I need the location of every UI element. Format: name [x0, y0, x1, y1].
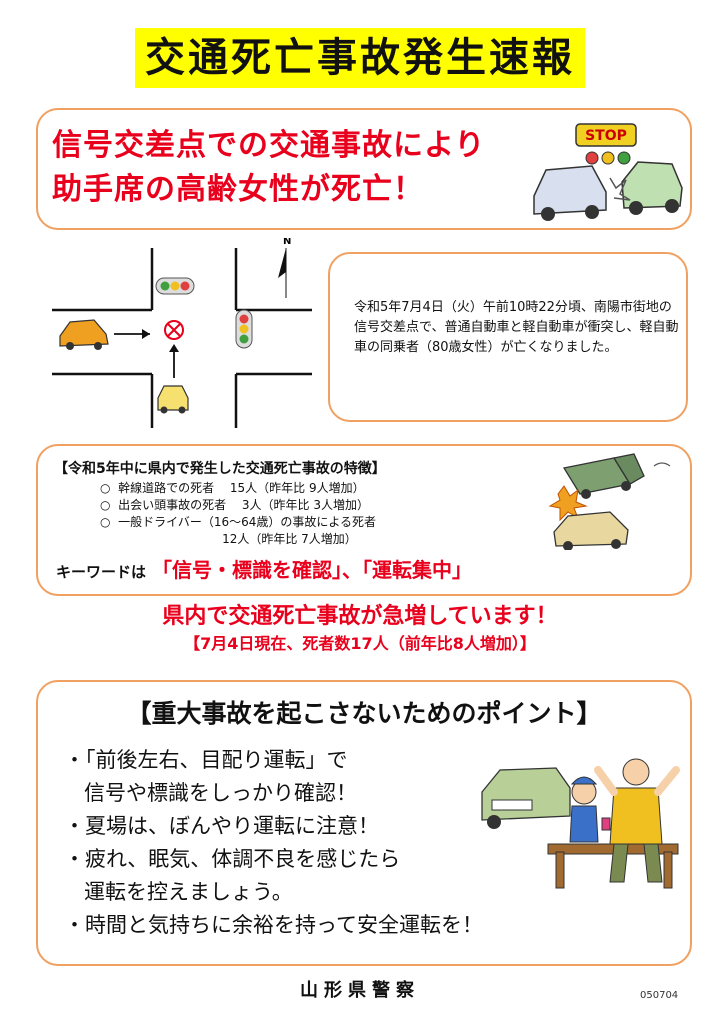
- drink-cup-icon: [601, 817, 611, 831]
- feature-item: ○ 幹線道路での死者 15人（昨年比 9人増加）: [100, 481, 365, 495]
- feature-item: ○ 一般ドライバー（16～64歳）の事故による死者: [100, 515, 377, 529]
- north-label: N: [283, 238, 291, 247]
- adult-arm-icon: [654, 766, 680, 796]
- points-title: 【重大事故を起こさないためのポイント】: [126, 699, 602, 728]
- child-cap-icon: [570, 776, 598, 785]
- adult-leg-icon: [643, 843, 663, 883]
- features-heading: 【令和5年中に県内で発生した交通死亡事故の特徴】: [54, 461, 386, 477]
- surge-line2: 【7月4日現在、死者数17人（前年比8人増加）】: [184, 634, 536, 653]
- keyword-line: キーワードは「信号・標識を確認」、「運転集中」: [56, 554, 472, 583]
- truck-crash-illustration: [548, 453, 671, 550]
- parked-car-icon: [481, 767, 571, 821]
- bench-leg: [555, 851, 565, 889]
- point-item: 信号や標識をしっかり確認！: [64, 781, 358, 805]
- signal-green: [239, 334, 249, 344]
- keyword-label: キーワードは: [56, 563, 147, 581]
- point-item: ・「前後左右、目配り運転」で: [64, 748, 348, 772]
- adult-body-icon: [609, 787, 663, 845]
- wheel-icon: [665, 199, 679, 213]
- adult-head-icon: [622, 758, 650, 786]
- surge-notice: 県内で交通死亡事故が急増しています！ 【7月4日現在、死者数17人（前年比8人増…: [0, 602, 720, 656]
- wheel-icon: [629, 201, 643, 215]
- intersection-diagram: N: [52, 238, 312, 428]
- signal-green: [160, 281, 170, 291]
- accident-description: 令和5年7月4日（火）午前10時22分頃、南陽市街地の信号交差点で、普通自動車と…: [354, 300, 679, 355]
- car-green-icon: [621, 161, 683, 209]
- point-item: ・夏場は、ぼんやり運転に注意！: [64, 814, 379, 838]
- signal-yellow: [239, 324, 249, 334]
- wheel-icon: [178, 406, 186, 414]
- wheel-icon: [581, 489, 591, 499]
- wheel-icon: [487, 815, 501, 829]
- headline-line1: 信号交差点での交通事故により: [52, 128, 486, 163]
- signal-light-green: [617, 151, 631, 165]
- truck-cab-icon: [612, 453, 645, 485]
- title-wrap: 交通死亡事故発生速報: [0, 28, 720, 88]
- description-box: 令和5年7月4日（火）午前10時22分頃、南陽市街地の信号交差点で、普通自動車と…: [328, 252, 688, 422]
- headline-line2: 助手席の高齢女性が死亡！: [52, 172, 424, 207]
- collision-illustration: STOP: [533, 123, 683, 221]
- wheel-icon: [621, 481, 631, 491]
- point-item: ・時間と気持ちに余裕を持って安全運転を！: [64, 913, 483, 937]
- features-box: 【令和5年中に県内で発生した交通死亡事故の特徴】 ○ 幹線道路での死者 15人（…: [36, 444, 692, 596]
- arrow-head-icon: [142, 329, 150, 339]
- adult-arm-icon: [594, 766, 618, 796]
- arrow-head-icon: [169, 344, 179, 352]
- car-white-icon: [533, 165, 607, 215]
- points-box: 【重大事故を起こさないためのポイント】 ・「前後左右、目配り運転」で 信号や標識…: [36, 680, 692, 966]
- page-title: 交通死亡事故発生速報: [135, 28, 585, 88]
- collision-x: [167, 323, 181, 337]
- document-code: 050704: [640, 990, 679, 1001]
- headline: 信号交差点での交通事故により 助手席の高齢女性が死亡！: [52, 124, 485, 212]
- impact-lines: [609, 177, 631, 201]
- signal-light-yellow: [601, 151, 615, 165]
- wheel-icon: [66, 342, 74, 350]
- child-body-icon: [569, 805, 599, 843]
- adult-leg-icon: [609, 843, 629, 883]
- surge-line1: 県内で交通死亡事故が急増しています！: [162, 604, 558, 629]
- headline-box: 信号交差点での交通事故により 助手席の高齢女性が死亡！ STOP: [36, 108, 692, 230]
- wheel-icon: [611, 539, 621, 549]
- wheel-icon: [94, 342, 102, 350]
- signal-light-red: [585, 151, 599, 165]
- keyword-value: 「信号・標識を確認」、「運転集中」: [152, 558, 473, 582]
- car-yellow-icon: [157, 385, 189, 411]
- license-plate: [491, 799, 533, 811]
- car-orange-icon: [59, 319, 109, 347]
- footer-organization: 山形県警察: [300, 980, 420, 1001]
- stop-sign: [575, 123, 637, 147]
- resting-people-illustration: [481, 758, 680, 889]
- wheel-icon: [563, 541, 573, 550]
- north-arrow-icon: [278, 248, 286, 278]
- point-item: 運転を控えましょう。: [64, 880, 293, 904]
- wheel-icon: [585, 205, 599, 219]
- car-beige-icon: [553, 511, 629, 547]
- features-list: ○ 幹線道路での死者 15人（昨年比 9人増加） ○ 出会い頭事故の死者 3人（…: [100, 480, 376, 548]
- explosion-icon: [548, 485, 588, 522]
- stop-sign-text: STOP: [585, 128, 627, 144]
- feature-item: 12人（昨年比 7人増加）: [100, 532, 357, 546]
- signal-yellow: [170, 281, 180, 291]
- wheel-icon: [160, 406, 168, 414]
- point-item: ・疲れ、眠気、体調不良を感じたら: [64, 847, 401, 871]
- bench-leg: [663, 851, 673, 889]
- wheel-icon: [541, 207, 555, 221]
- points-list: ・「前後左右、目配り運転」で 信号や標識をしっかり確認！ ・夏場は、ぼんやり運転…: [64, 744, 483, 942]
- motion-lines: [653, 462, 671, 467]
- signal-red: [239, 314, 249, 324]
- signal-red: [180, 281, 190, 291]
- feature-item: ○ 出会い頭事故の死者 3人（昨年比 3人増加）: [100, 498, 369, 512]
